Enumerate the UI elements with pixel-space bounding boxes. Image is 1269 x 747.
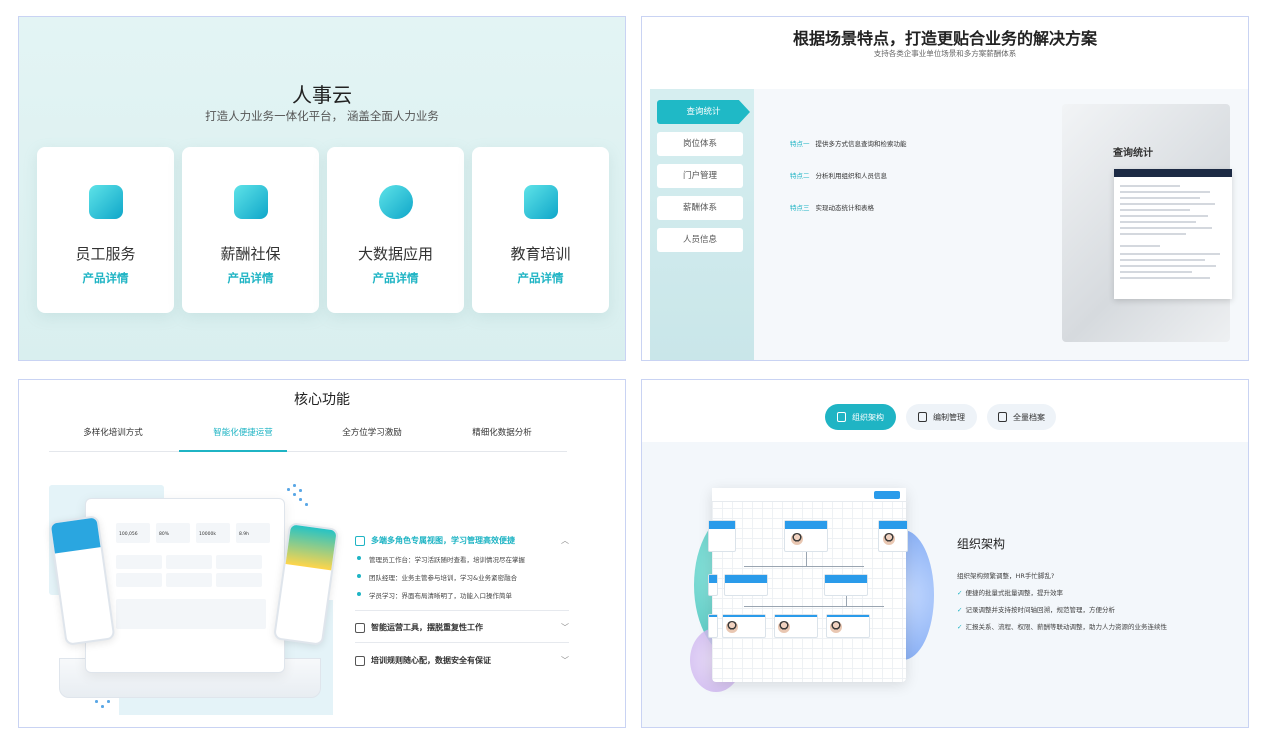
feature-key: 特点二 [790, 172, 810, 180]
service-card-employee[interactable]: 员工服务 产品详情 [37, 147, 174, 313]
feature-key: 特点一 [790, 140, 810, 148]
query-stats-screenshot: 查询统计 [1062, 104, 1232, 342]
solution-panel: 根据场景特点，打造更贴合业务的解决方案 支持各类企事业单位场景和多方案薪酬体系 … [641, 16, 1249, 361]
section-title: 组织架构 [957, 537, 1006, 551]
accordion-bullet: 管理员工作台：学习活跃随时查看，培训情况尽在掌握 [355, 554, 569, 564]
tab-smart-operation[interactable]: 智能化便捷运营 [213, 428, 273, 438]
stat-value: 100,056 [119, 532, 138, 537]
solution-tab-bar: 查询统计 岗位体系 门户管理 薪酬体系 人员信息 [650, 89, 754, 360]
monitor-icon [523, 185, 558, 219]
accordion-item-smart-tools[interactable]: 智能运营工具，摆脱重复性工作 ﹀ [355, 622, 569, 633]
service-name: 教育培训 [510, 245, 571, 263]
pill-label: 编制管理 [933, 412, 965, 422]
active-tab-indicator [179, 450, 287, 452]
tools-icon [355, 622, 365, 633]
divider [355, 642, 569, 643]
feature-item: 特点三实现动态统计和表格 [790, 202, 874, 212]
panel-subtitle: 支持各类企事业单位场景和多方案薪酬体系 [873, 49, 1017, 58]
panel-title: 人事云 [292, 83, 352, 107]
hr-cloud-panel: 人事云 打造人力业务一体化平台， 涵盖全面人力业务 员工服务 产品详情 薪酬社保… [18, 16, 626, 361]
staffing-icon [918, 412, 927, 422]
solution-body: 查询统计 岗位体系 门户管理 薪酬体系 人员信息 特点一提供多方式信息查询和检索… [650, 89, 1248, 360]
tab-position-system[interactable]: 岗位体系 [657, 132, 743, 156]
document-icon [355, 535, 365, 546]
accordion-header[interactable]: 培训规则随心配，数据安全有保证 [355, 655, 569, 666]
stat-value: 8.9h [239, 532, 250, 537]
accordion-title: 多端多角色专属视图，学习管理高效便捷 [371, 536, 515, 545]
check-icon: ✓ [957, 606, 963, 614]
divider [355, 610, 569, 611]
feature-item: 特点二分析利用组织和人员信息 [790, 170, 887, 180]
tab-diverse-training[interactable]: 多样化培训方式 [83, 428, 143, 438]
pill-full-archive[interactable]: 全量档案 [987, 404, 1056, 430]
tab-portal-management[interactable]: 门户管理 [657, 164, 743, 188]
check-item: ✓记录调整并支持按时间轴回溯，规范管理，方便分析 [957, 604, 1115, 614]
chevron-up-icon[interactable]: ︿ [561, 536, 569, 545]
section-description: 组织架构频繁调整，HR手忙脚乱? [957, 572, 1055, 580]
product-detail-link[interactable]: 产品详情 [372, 271, 419, 285]
archive-icon [998, 412, 1007, 422]
chevron-down-icon[interactable]: ﹀ [561, 623, 569, 632]
service-card-bigdata[interactable]: 大数据应用 产品详情 [327, 147, 464, 313]
org-chart-icon [837, 412, 846, 422]
check-text: 记录调整并支持按时间轴回溯，规范管理，方便分析 [965, 606, 1115, 614]
pill-staffing[interactable]: 编制管理 [906, 404, 977, 430]
pill-org-structure[interactable]: 组织架构 [825, 404, 896, 430]
accordion-item-multi-role[interactable]: 多端多角色专属视图，学习管理高效便捷 ︿ 管理员工作台：学习活跃随时查看，培训情… [355, 535, 569, 600]
tab-learning-incentive[interactable]: 全方位学习激励 [342, 428, 402, 438]
feature-text: 实现动态统计和表格 [815, 204, 875, 212]
tab-underline [49, 451, 567, 452]
salary-card-icon [233, 185, 268, 219]
tab-personnel-info[interactable]: 人员信息 [657, 228, 743, 252]
check-item: ✓汇报关系、流程、权限、薪酬等联动调整，助力人力资源的业务连续性 [957, 621, 1167, 631]
pill-label: 全量档案 [1013, 412, 1045, 422]
stat-value: 10000k [199, 532, 216, 537]
panel-title: 根据场景特点，打造更贴合业务的解决方案 [792, 29, 1097, 48]
service-name: 员工服务 [75, 245, 136, 263]
shield-icon [355, 655, 365, 666]
accordion-title: 培训规则随心配，数据安全有保证 [371, 656, 491, 665]
accordion-bullet: 团队经理：业务主管参与培训，学习&业务紧密融合 [355, 572, 569, 582]
service-card-salary[interactable]: 薪酬社保 产品详情 [182, 147, 319, 313]
pie-chart-icon [378, 185, 413, 219]
check-text: 便捷的批量式批量调整，提升效率 [965, 589, 1063, 597]
accordion-header[interactable]: 智能运营工具，摆脱重复性工作 [355, 622, 569, 633]
check-icon: ✓ [957, 623, 963, 631]
stat-value: 80% [159, 532, 170, 537]
tab-data-analysis[interactable]: 精细化数据分析 [472, 428, 532, 438]
service-card-training[interactable]: 教育培训 产品详情 [472, 147, 609, 313]
mini-table-preview [1114, 169, 1232, 299]
accordion-title: 智能运营工具，摆脱重复性工作 [371, 623, 483, 632]
employee-service-icon [88, 185, 123, 219]
org-chart-illustration [708, 488, 908, 682]
check-icon: ✓ [957, 589, 963, 597]
check-text: 汇报关系、流程、权限、薪酬等联动调整，助力人力资源的业务连续性 [965, 623, 1167, 631]
org-structure-panel: 组织架构 编制管理 全量档案 组织架构 组织架构频繁调整，HR手忙脚乱? ✓便捷… [641, 379, 1249, 728]
accordion-item-rules[interactable]: 培训规则随心配，数据安全有保证 ﹀ [355, 655, 569, 666]
panel-title: 核心功能 [294, 392, 350, 408]
core-function-panel: 核心功能 多样化培训方式 智能化便捷运营 全方位学习激励 精细化数据分析 100… [18, 379, 626, 728]
screenshot-title: 查询统计 [1113, 148, 1153, 159]
product-detail-link[interactable]: 产品详情 [227, 271, 274, 285]
panel-subtitle: 打造人力业务一体化平台， 涵盖全面人力业务 [205, 109, 439, 123]
pill-label: 组织架构 [852, 412, 884, 422]
tab-salary-system[interactable]: 薪酬体系 [657, 196, 743, 220]
chevron-down-icon[interactable]: ﹀ [561, 656, 569, 665]
service-name: 薪酬社保 [220, 245, 281, 263]
accordion-bullet: 学员学习：界面布局清晰明了，功能入口操作简单 [355, 590, 569, 600]
product-detail-link[interactable]: 产品详情 [517, 271, 564, 285]
feature-key: 特点三 [790, 204, 810, 212]
service-name: 大数据应用 [357, 245, 433, 263]
feature-item: 特点一提供多方式信息查询和检索功能 [790, 138, 907, 148]
feature-text: 分析利用组织和人员信息 [815, 172, 888, 180]
feature-text: 提供多方式信息查询和检索功能 [815, 140, 907, 148]
check-item: ✓便捷的批量式批量调整，提升效率 [957, 587, 1063, 597]
accordion-header[interactable]: 多端多角色专属视图，学习管理高效便捷 [355, 535, 569, 546]
laptop-dashboard-illustration: 100,056 80% 10000k 8.9h [85, 498, 285, 673]
tab-query-stats[interactable]: 查询统计 [657, 100, 750, 124]
product-detail-link[interactable]: 产品详情 [82, 271, 129, 285]
